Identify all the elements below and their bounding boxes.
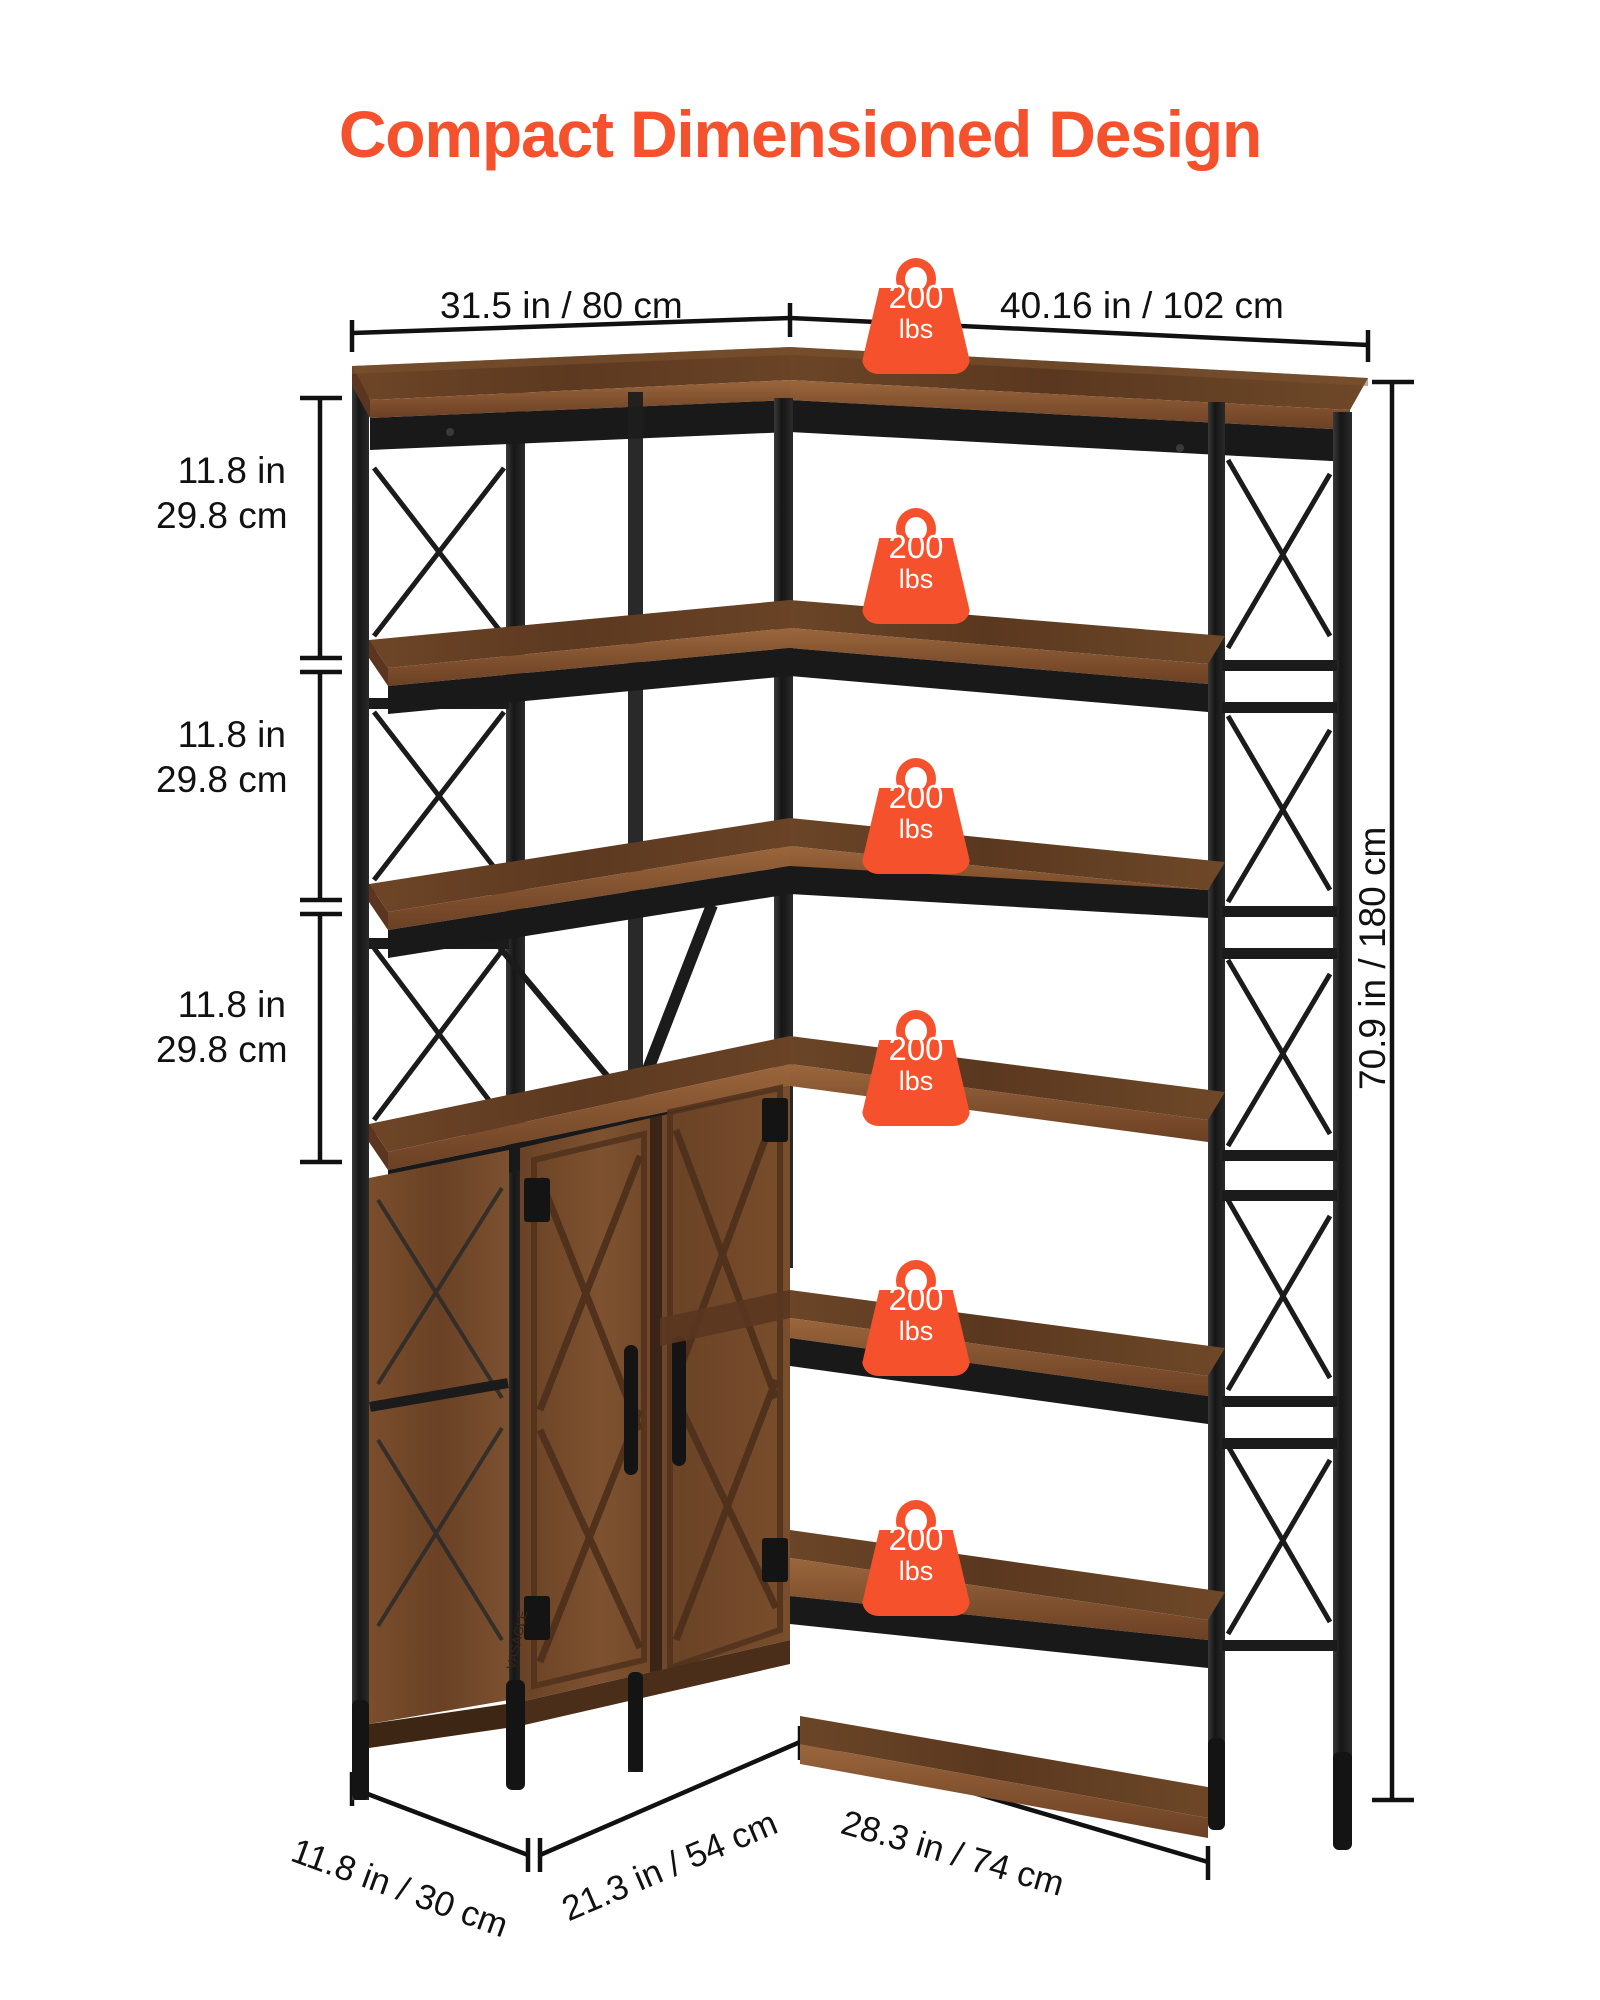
weight-body-icon <box>862 538 970 624</box>
gap3-cm: 29.8 cm <box>156 1029 288 1071</box>
gap3-inches: 11.8 in <box>177 984 286 1025</box>
right-inner-post <box>1208 402 1225 1762</box>
badge-unit: lbs <box>898 1316 934 1346</box>
badge-value: 200 <box>888 1520 944 1557</box>
badge-top-shelf: 200 lbs <box>862 258 970 374</box>
label-shelf-gap-1: 11.8 in 29.8 cm <box>156 448 288 538</box>
gap2-cm: 29.8 cm <box>156 759 288 801</box>
badge-value: 200 <box>888 778 944 815</box>
left-side-x-braces <box>372 466 506 1122</box>
badge-unit: lbs <box>898 564 934 594</box>
weight-body-icon <box>862 1040 970 1126</box>
cabinet <box>369 1084 790 1748</box>
badge-value: 200 <box>888 1280 944 1317</box>
gap2-inches: 11.8 in <box>177 714 286 755</box>
left-door-bracing <box>531 1130 647 1690</box>
badge-value: 200 <box>888 1030 944 1067</box>
weight-body-icon <box>862 1530 970 1616</box>
cabinet-hinges <box>524 1098 788 1640</box>
right-side-rails <box>1222 660 1337 1651</box>
gap1-cm: 29.8 cm <box>156 495 288 537</box>
badge-shelf-3: 200 lbs <box>862 758 970 874</box>
weight-body-icon <box>862 288 970 374</box>
gap1-inches: 11.8 in <box>177 450 286 491</box>
right-side-x-braces <box>1225 458 1333 1636</box>
badge-unit: lbs <box>898 1556 934 1586</box>
shelf-2 <box>369 600 1225 714</box>
weight-body-icon <box>862 1290 970 1376</box>
corner-diagonal-brace <box>634 902 718 1093</box>
weight-body-icon <box>862 788 970 874</box>
badge-unit: lbs <box>898 814 934 844</box>
badge-unit: lbs <box>898 1066 934 1096</box>
label-top-right-width: 40.16 in / 102 cm <box>1000 285 1284 326</box>
right-outer-post <box>1333 412 1352 1800</box>
label-total-height: 70.9 in / 180 cm <box>1352 826 1393 1090</box>
shelf-3 <box>369 818 1225 958</box>
badge-shelf-4: 200 lbs <box>862 1010 970 1126</box>
label-shelf-gap-3: 11.8 in 29.8 cm <box>156 982 288 1072</box>
shelf-6 <box>790 1530 1225 1668</box>
badge-value: 200 <box>888 278 944 315</box>
badge-unit: lbs <box>898 314 934 344</box>
label-shelf-gap-2: 11.8 in 29.8 cm <box>156 712 288 802</box>
cabinet-handles <box>624 1336 686 1475</box>
badge-shelf-2: 200 lbs <box>862 508 970 624</box>
legs <box>352 1672 1352 1850</box>
shelf-7-bottom <box>800 1716 1225 1838</box>
label-top-left-width: 31.5 in / 80 cm <box>440 285 683 326</box>
page-title: Compact Dimensioned Design <box>338 97 1262 171</box>
badge-shelf-5: 200 lbs <box>862 1260 970 1376</box>
badge-shelf-6: 200 lbs <box>862 1500 970 1616</box>
badge-value: 200 <box>888 528 944 565</box>
